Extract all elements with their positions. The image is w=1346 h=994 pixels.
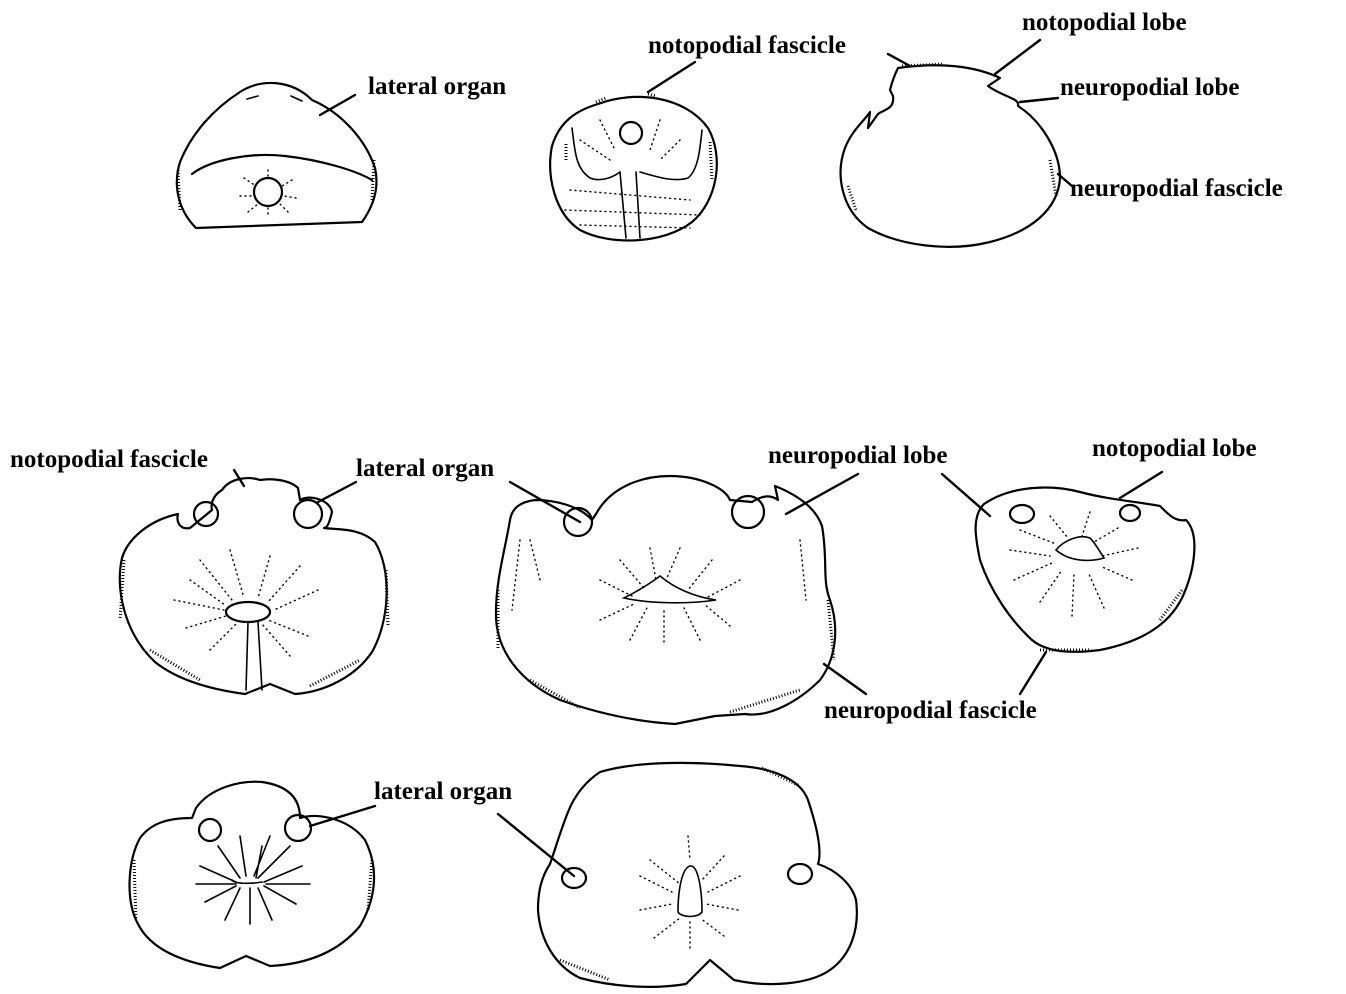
label-mid-neuropodial-lobe: neuropodial lobe bbox=[768, 443, 947, 468]
leader-mid-neuropodial-fascicle-2 bbox=[1020, 652, 1046, 694]
label-bot-lateral-organ: lateral organ bbox=[374, 779, 512, 804]
leader-top-notopodial-fascicle-right bbox=[888, 54, 910, 66]
drawing-5 bbox=[496, 476, 835, 724]
drawing-3 bbox=[841, 64, 1060, 247]
leader-top-lateral-organ bbox=[320, 95, 355, 115]
leader-mid-neuropodial-fascicle bbox=[824, 664, 866, 694]
label-top-notopodial-fascicle: notopodial fascicle bbox=[648, 33, 846, 58]
leader-top-notopodial-fascicle bbox=[648, 62, 695, 92]
leader-mid-notopodial-lobe bbox=[1120, 472, 1162, 498]
leader-mid-lateral-organ-2 bbox=[510, 482, 580, 522]
drawing-2 bbox=[550, 94, 717, 240]
label-top-notopodial-lobe: notopodial lobe bbox=[1022, 10, 1187, 35]
drawing-8 bbox=[538, 763, 857, 987]
leader-mid-neuropodial-lobe bbox=[786, 474, 858, 514]
label-top-neuropodial-lobe: neuropodial lobe bbox=[1060, 75, 1239, 100]
label-mid-neuropodial-fascicle: neuropodial fascicle bbox=[824, 698, 1037, 723]
drawing-1 bbox=[177, 83, 377, 228]
label-mid-notopodial-lobe: notopodial lobe bbox=[1092, 436, 1257, 461]
drawing-6 bbox=[976, 488, 1195, 652]
leader-mid-lateral-organ bbox=[318, 482, 356, 502]
leader-top-notopodial-lobe bbox=[995, 40, 1040, 74]
leader-top-neuropodial-lobe bbox=[1020, 98, 1058, 102]
drawing-4 bbox=[120, 478, 388, 694]
leader-mid-neuropodial-lobe-2 bbox=[942, 474, 990, 516]
label-mid-notopodial-fascicle: notopodial fascicle bbox=[10, 447, 208, 472]
drawing-7 bbox=[130, 782, 375, 968]
label-top-lateral-organ: lateral organ bbox=[368, 74, 506, 99]
label-mid-lateral-organ: lateral organ bbox=[356, 456, 494, 481]
label-top-neuropodial-fascicle: neuropodial fascicle bbox=[1070, 176, 1283, 201]
